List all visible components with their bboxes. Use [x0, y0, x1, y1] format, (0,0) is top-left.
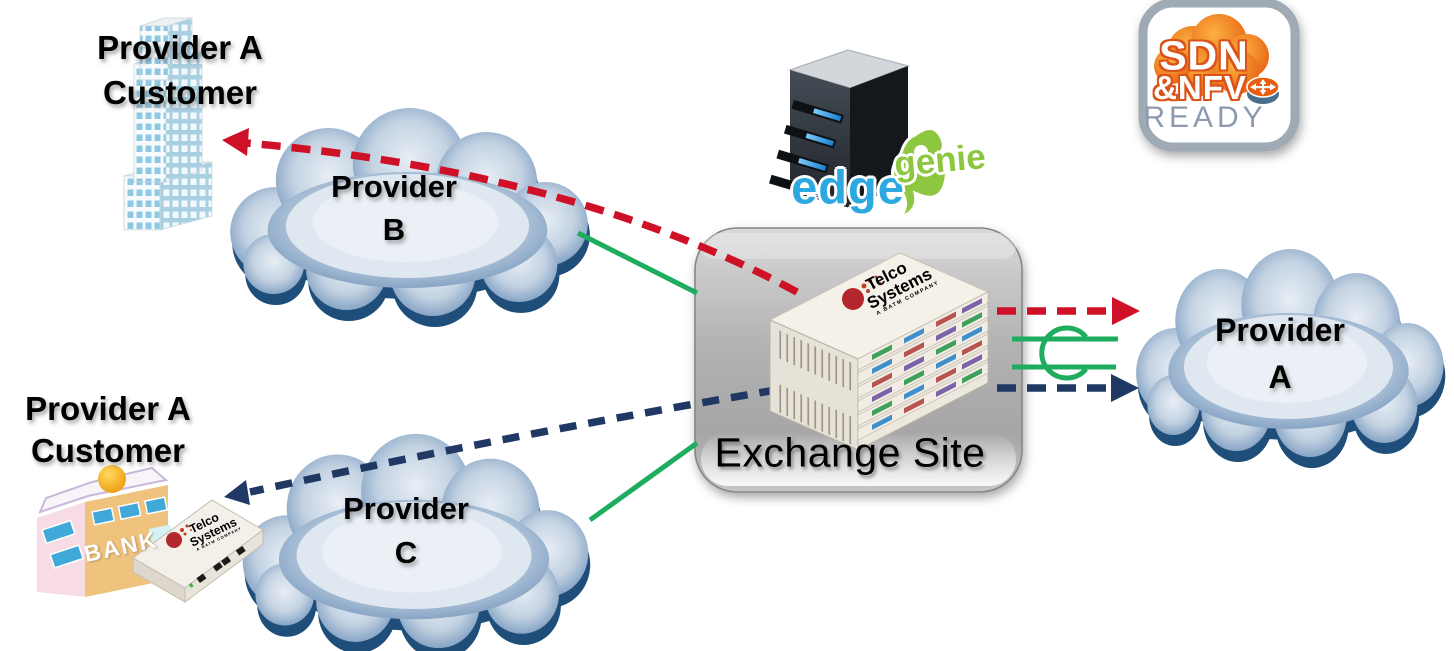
badge-ready-text: READY — [1143, 101, 1267, 134]
genie-swoosh-icon — [891, 127, 948, 220]
cpe-device — [132, 499, 264, 603]
red-arrowhead-left — [222, 128, 249, 156]
navy-dashed-path-left — [249, 386, 777, 496]
chassis-line-cards — [857, 291, 989, 441]
customer-top-line2: Customer — [102, 74, 258, 111]
navy-arrowhead-right — [1111, 374, 1139, 402]
edgegenie-edge-text: edge — [791, 160, 905, 214]
sdn-nfv-badge — [1138, 0, 1300, 152]
red-arrowhead-right — [1112, 297, 1140, 325]
green-link-c — [588, 440, 699, 523]
green-bundle-circle — [1039, 325, 1088, 381]
edgegenie-server-icon — [768, 49, 910, 208]
provider-a-label: Provider A — [1215, 312, 1345, 395]
provider-c-label: Provider C — [343, 491, 469, 570]
badge-nfv-text: &NFV — [1153, 69, 1247, 106]
telco-chassis — [768, 252, 990, 451]
bank-building — [37, 465, 179, 597]
red-dashed-path-left — [245, 139, 799, 296]
green-link-b — [576, 230, 699, 296]
badge-sdn-text: SDN — [1159, 32, 1249, 79]
provider-b-label: Provider B — [331, 169, 457, 247]
service-paths — [222, 128, 1140, 523]
router-icon — [1246, 76, 1280, 104]
navy-arrowhead-left — [224, 480, 250, 505]
edgegenie-genie-text: genie — [892, 137, 988, 184]
customer-bottom-label: Provider A Customer — [25, 390, 191, 469]
customer-top-line1: Provider A — [97, 29, 263, 66]
customer-top-label: Provider A Customer — [97, 25, 263, 115]
exchange-site-label: Exchange Site — [714, 429, 986, 476]
skyscraper-building — [123, 17, 213, 231]
